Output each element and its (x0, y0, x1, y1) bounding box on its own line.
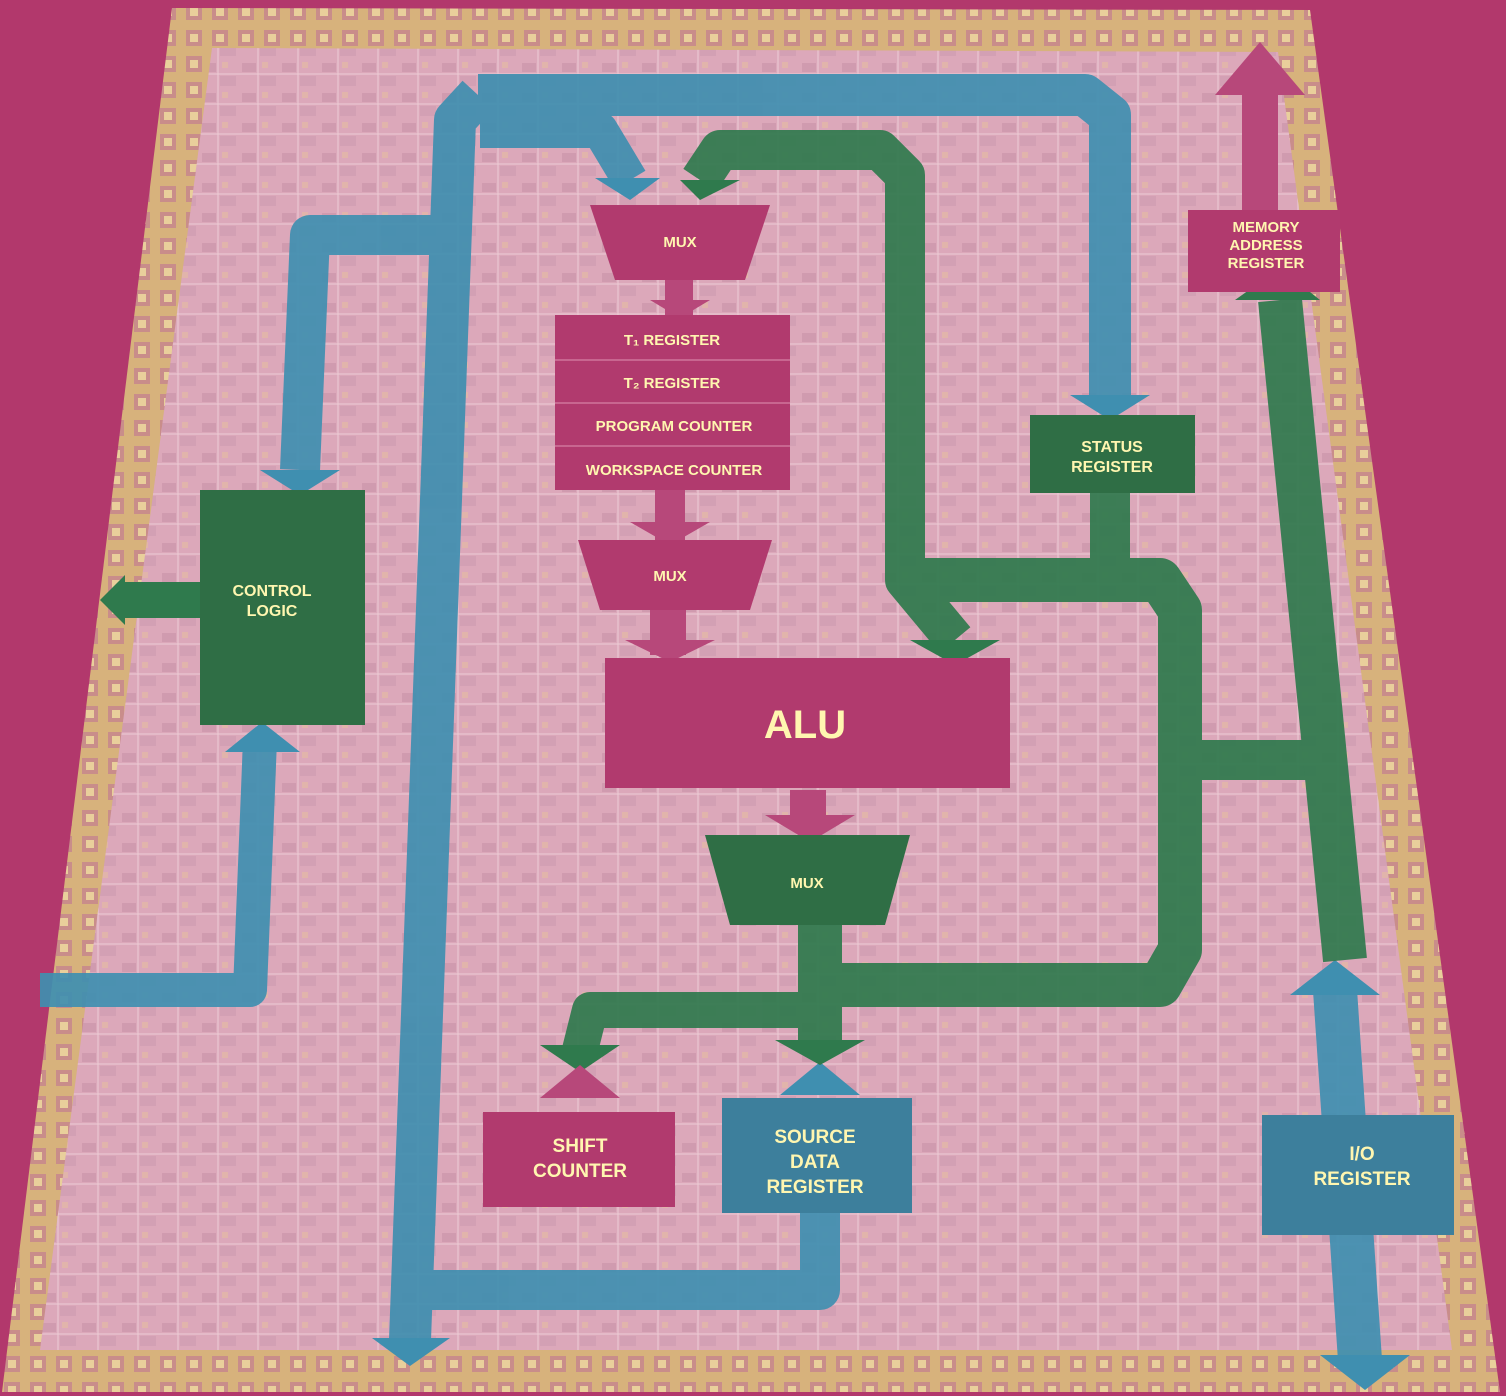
shift-counter-line-1: SHIFT (553, 1136, 608, 1157)
memory-address-register-block: MEMORY ADDRESS REGISTER (1188, 210, 1340, 292)
source-data-register-line-3: REGISTER (766, 1177, 863, 1198)
io-register-line-1: I/O (1349, 1144, 1374, 1165)
alu-label: ALU (764, 703, 846, 747)
control-logic-block: CONTROL LOGIC (200, 490, 365, 725)
memory-address-register-line-2: ADDRESS (1229, 237, 1302, 254)
status-register-block: STATUS REGISTER (1030, 415, 1195, 493)
source-data-register-block: SOURCE DATA REGISTER (722, 1098, 912, 1213)
memory-address-register-line-1: MEMORY (1233, 219, 1300, 236)
io-register-line-2: REGISTER (1313, 1169, 1410, 1190)
mux-top-label: MUX (663, 234, 696, 251)
mux-mid-label: MUX (653, 568, 686, 585)
program-counter-label: PROGRAM COUNTER (596, 418, 753, 435)
register-stack: T₁ REGISTER T₂ REGISTER PROGRAM COUNTER … (555, 315, 790, 490)
shift-counter-block: SHIFT COUNTER (483, 1112, 675, 1207)
control-logic-line-1: CONTROL (232, 583, 311, 600)
t1-register-label: T₁ REGISTER (624, 332, 720, 349)
io-register-block: I/O REGISTER (1262, 1115, 1454, 1235)
control-logic-line-2: LOGIC (247, 603, 298, 620)
alu-block: ALU (605, 658, 1010, 788)
mux-bottom-block: MUX (705, 835, 910, 925)
workspace-counter-label: WORKSPACE COUNTER (586, 462, 763, 479)
status-register-line-2: REGISTER (1071, 459, 1153, 476)
source-data-register-line-1: SOURCE (774, 1127, 855, 1148)
t2-register-label: T₂ REGISTER (624, 375, 721, 392)
mux-mid-block: MUX (578, 540, 772, 610)
memory-address-register-line-3: REGISTER (1228, 255, 1305, 272)
shift-counter-line-2: COUNTER (533, 1161, 627, 1182)
mux-bottom-label: MUX (790, 875, 823, 892)
source-data-register-line-2: DATA (790, 1152, 840, 1173)
status-register-line-1: STATUS (1081, 439, 1143, 456)
mux-top-block: MUX (590, 205, 770, 280)
